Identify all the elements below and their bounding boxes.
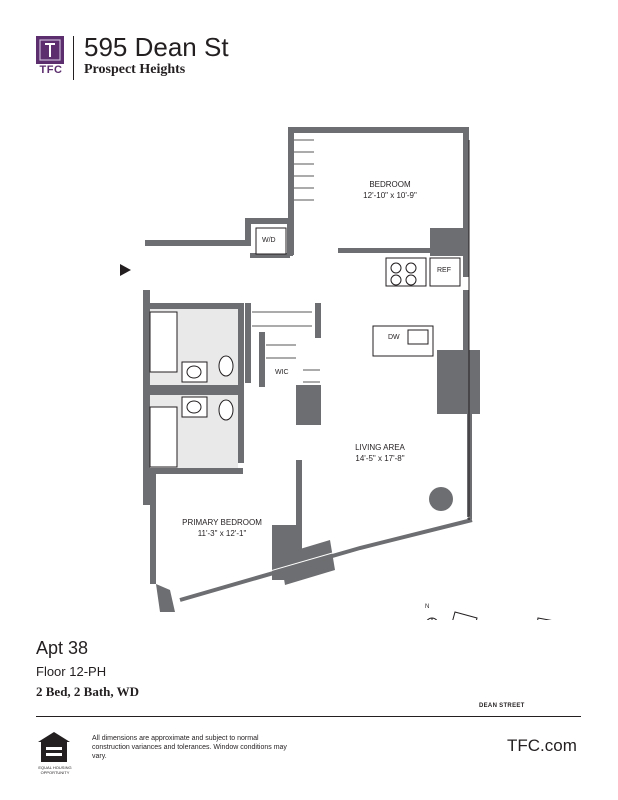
living-area-label: LIVING AREA [355, 443, 405, 452]
burner-icon [390, 274, 402, 286]
wall [463, 127, 469, 277]
wall [156, 584, 175, 612]
wall [245, 218, 290, 224]
site-outline [537, 617, 552, 620]
floor-label: Floor 12-PH [36, 664, 107, 679]
wall [250, 253, 290, 258]
sink [186, 365, 202, 379]
apartment-number: Apt 38 [36, 638, 89, 658]
bathtub [149, 406, 178, 468]
kitchen-sink [407, 329, 429, 345]
bedroom-dims: 12'-10" x 10'-9" [363, 191, 417, 200]
wic-label: WIC [275, 369, 289, 376]
primary-bedroom-dims: 11'-3" x 12'-1" [197, 529, 247, 538]
page-title: 595 Dean St [84, 32, 229, 62]
wall [296, 460, 302, 530]
wall [143, 303, 243, 309]
wall [315, 303, 321, 338]
wd-label: W/D [262, 237, 276, 244]
dishwasher-label: DW [388, 334, 400, 341]
kitchen-counter [372, 325, 434, 357]
wall [143, 290, 150, 505]
burner-icon [405, 274, 417, 286]
wall [238, 303, 244, 463]
floor-plan [120, 127, 552, 620]
toilet [218, 399, 234, 421]
wall [143, 468, 243, 474]
street-label: DEAN STREET [479, 703, 525, 709]
wall [150, 474, 156, 584]
wall [463, 290, 469, 350]
living-area-dims: 14'-5" x 17'-8" [355, 454, 405, 463]
wall [259, 332, 265, 387]
sink [186, 400, 202, 414]
building-outline [452, 611, 478, 620]
unit-summary: 2 Bed, 2 Bath, WD [36, 684, 140, 699]
header-divider [73, 36, 74, 80]
vanity [181, 361, 208, 383]
entry-arrow-icon [120, 264, 131, 276]
window-line [179, 516, 471, 598]
wall [338, 248, 430, 253]
key-plan [426, 611, 552, 620]
wall [288, 127, 463, 133]
bathtub [149, 311, 178, 373]
footer-divider [36, 716, 581, 717]
burner-icon [405, 262, 417, 274]
wall [430, 228, 465, 256]
disclaimer-text: All dimensions are approximate and subje… [92, 735, 287, 760]
toilet [218, 355, 234, 377]
refrigerator [429, 257, 461, 287]
north-label: N [425, 604, 430, 610]
equal-housing-icon [36, 730, 72, 764]
website-link[interactable]: TFC.com [507, 736, 577, 755]
refrigerator-label: REF [437, 267, 451, 274]
wall [288, 127, 294, 255]
wall [245, 218, 251, 246]
bedroom-label: BEDROOM [369, 180, 411, 189]
wall [245, 303, 251, 383]
burner-icon [390, 262, 402, 274]
logo-mark-icon [39, 39, 61, 61]
washer-dryer [255, 227, 287, 255]
logo-wordmark: TFC [39, 64, 63, 76]
equal-housing-caption: EQUAL HOUSING OPPORTUNITY [38, 765, 72, 775]
wall [143, 385, 243, 395]
wall [287, 218, 293, 256]
column [429, 487, 453, 511]
vanity [181, 396, 208, 418]
wall [145, 240, 250, 246]
primary-bedroom-label: PRIMARY BEDROOM [182, 518, 262, 527]
neighborhood-subtitle: Prospect Heights [84, 62, 186, 77]
tfc-logo [36, 36, 64, 64]
wall [296, 385, 321, 425]
wall [437, 350, 480, 414]
exterior-wall [179, 518, 473, 602]
